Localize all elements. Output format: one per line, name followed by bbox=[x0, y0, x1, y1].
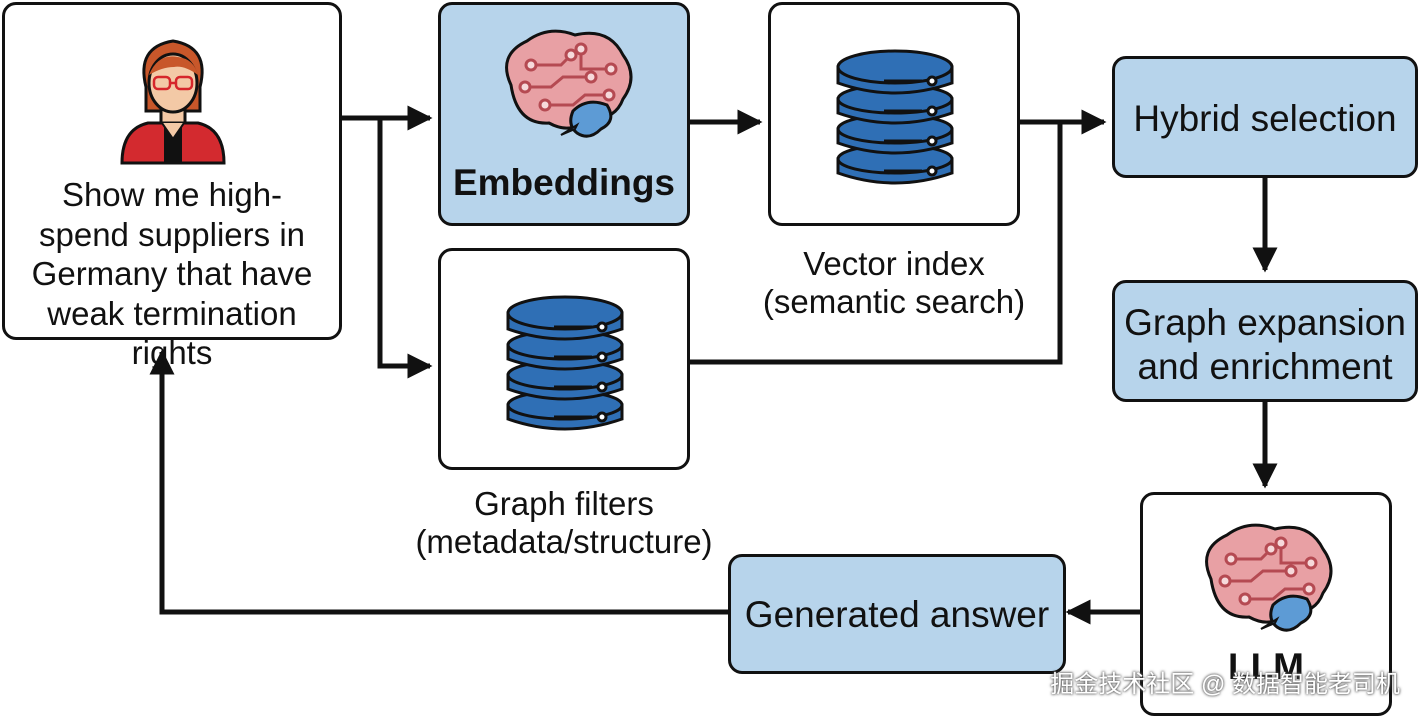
database-icon bbox=[506, 295, 624, 431]
generated-answer-label: Generated answer bbox=[744, 594, 1050, 635]
hybrid-selection-label: Hybrid selection bbox=[1133, 98, 1397, 139]
query-text: Show me high-spend suppliers in Germany … bbox=[31, 176, 313, 372]
query-box: Show me high-spend suppliers in Germany … bbox=[2, 2, 342, 371]
graph-filters-caption-2: (metadata/structure) bbox=[415, 523, 713, 560]
vector-index-box bbox=[768, 2, 1020, 226]
arrow-query-to-graph-filters bbox=[377, 118, 433, 379]
brain-icon bbox=[505, 29, 633, 138]
graph-filters-box bbox=[438, 248, 690, 470]
llm-label: LLM bbox=[1227, 646, 1305, 687]
embeddings-label: Embeddings bbox=[452, 162, 676, 203]
graph-filters-caption-1: Graph filters bbox=[474, 485, 654, 522]
arrow-answer-to-query bbox=[149, 349, 728, 615]
hybrid-selection-box: Hybrid selection bbox=[1112, 56, 1418, 178]
graph-expansion-box: Graph expansion and enrichment bbox=[1112, 280, 1418, 402]
user-icon bbox=[120, 39, 226, 165]
arrow-graph-filters-to-hybrid bbox=[690, 122, 1063, 365]
database-icon bbox=[836, 49, 954, 185]
vector-index-caption-2: (semantic search) bbox=[762, 283, 1026, 320]
generated-answer-box: Generated answer bbox=[728, 554, 1066, 674]
vector-index-caption-1: Vector index bbox=[803, 245, 985, 282]
llm-box: LLM bbox=[1140, 492, 1392, 716]
brain-icon bbox=[1205, 523, 1333, 632]
watermark-text: 掘金技术社区 @ 数据智能老司机 bbox=[1050, 671, 1400, 698]
embeddings-box: Embeddings bbox=[438, 2, 690, 226]
graph-expansion-label: Graph expansion and enrichment bbox=[1124, 302, 1406, 388]
